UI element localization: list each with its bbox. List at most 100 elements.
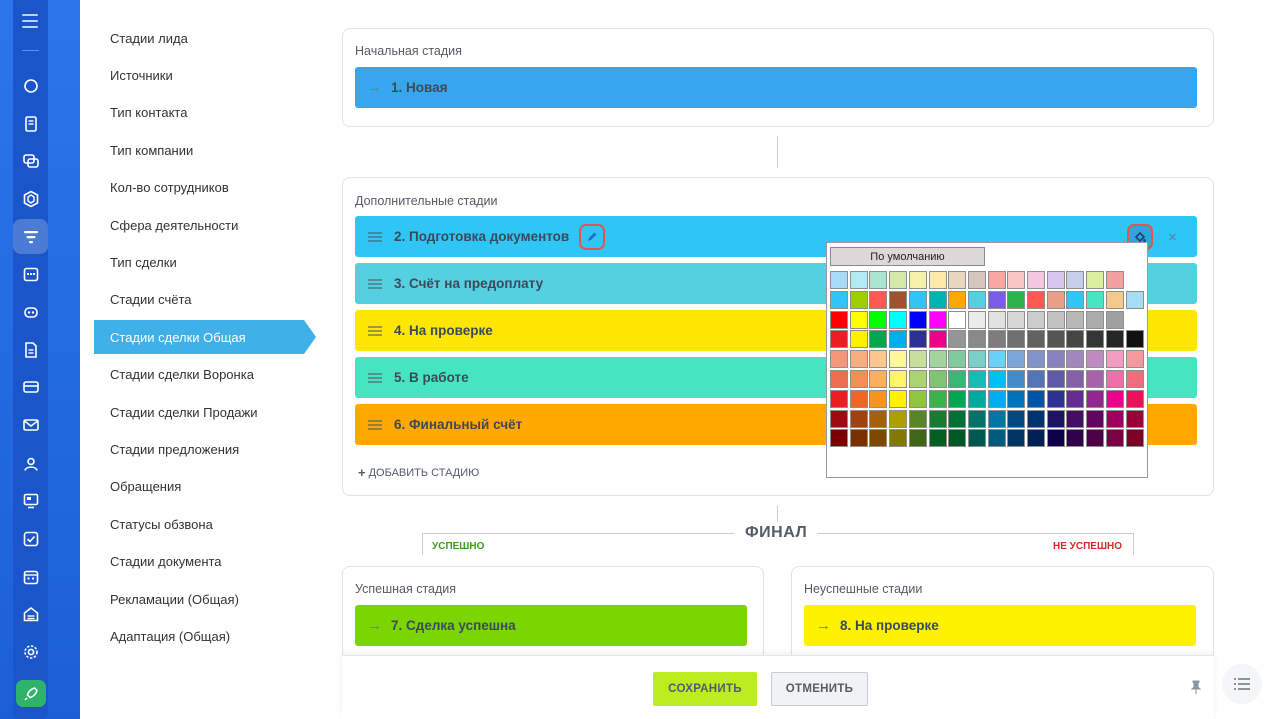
color-swatch[interactable] [928, 389, 947, 408]
color-swatch[interactable] [849, 409, 868, 428]
presentation-nav-button[interactable] [13, 483, 48, 518]
color-swatch[interactable] [987, 290, 1006, 309]
menu-item[interactable]: Рекламации (Общая) [110, 591, 239, 607]
color-swatch[interactable] [1086, 389, 1105, 408]
drag-handle-icon[interactable] [368, 231, 382, 242]
menu-item[interactable]: Тип сделки [110, 254, 177, 270]
menu-item[interactable]: Стадии сделки Продажи [110, 404, 258, 420]
menu-item[interactable]: Тип компании [110, 142, 194, 158]
garage-nav-button[interactable] [13, 596, 48, 631]
color-swatch[interactable] [849, 271, 868, 289]
color-swatch[interactable] [1027, 429, 1045, 448]
color-swatch[interactable] [1027, 389, 1045, 408]
color-swatch[interactable] [928, 350, 947, 369]
color-swatch[interactable] [1125, 429, 1144, 448]
color-swatch[interactable] [830, 290, 848, 309]
color-swatch[interactable] [1007, 310, 1026, 329]
color-swatch[interactable] [1105, 409, 1124, 428]
color-swatch[interactable] [869, 290, 888, 309]
color-swatch[interactable] [1066, 271, 1085, 289]
color-swatch[interactable] [869, 350, 888, 369]
color-swatch[interactable] [830, 429, 848, 448]
color-swatch[interactable] [1046, 350, 1065, 369]
color-swatch[interactable] [830, 330, 848, 349]
color-swatch[interactable] [849, 350, 868, 369]
color-swatch[interactable] [908, 290, 927, 309]
color-swatch[interactable] [1086, 429, 1105, 448]
color-swatch[interactable] [908, 370, 927, 388]
color-swatch[interactable] [889, 310, 908, 329]
add-stage-button[interactable]: + ДОБАВИТЬ СТАДИЮ [358, 465, 479, 480]
color-swatch[interactable] [1086, 271, 1105, 289]
cancel-button[interactable]: ОТМЕНИТЬ [771, 672, 868, 706]
color-swatch[interactable] [889, 389, 908, 408]
color-swatch[interactable] [987, 310, 1006, 329]
gear-nav-button[interactable] [13, 634, 48, 669]
color-swatch[interactable] [1007, 350, 1026, 369]
color-swatch[interactable] [1007, 389, 1026, 408]
color-swatch[interactable] [1027, 370, 1045, 388]
save-button[interactable]: СОХРАНИТЬ [653, 672, 757, 706]
color-swatch[interactable] [1007, 330, 1026, 349]
color-swatch[interactable] [1086, 370, 1105, 388]
color-swatch[interactable] [889, 330, 908, 349]
color-swatch[interactable] [1027, 350, 1045, 369]
color-swatch[interactable] [830, 409, 848, 428]
color-swatch[interactable] [869, 429, 888, 448]
color-swatch[interactable] [1086, 310, 1105, 329]
menu-item[interactable]: Тип контакта [110, 105, 188, 121]
funnel-nav-button[interactable] [13, 219, 48, 254]
schedule-nav-button[interactable] [13, 559, 48, 594]
color-swatch[interactable] [1027, 409, 1045, 428]
color-swatch[interactable] [1066, 350, 1085, 369]
color-swatch[interactable] [849, 370, 868, 388]
color-swatch[interactable] [869, 271, 888, 289]
color-swatch[interactable] [908, 330, 927, 349]
drag-handle-icon[interactable] [368, 419, 382, 430]
color-swatch[interactable] [948, 271, 967, 289]
menu-item[interactable]: Стадии сделки Воронка [110, 367, 254, 383]
color-swatch[interactable] [928, 370, 947, 388]
color-swatch[interactable] [1046, 409, 1065, 428]
color-swatch[interactable] [849, 310, 868, 329]
color-swatch[interactable] [928, 290, 947, 309]
menu-item[interactable]: Сфера деятельности [110, 217, 239, 233]
color-swatch[interactable] [869, 409, 888, 428]
drag-handle-icon[interactable] [368, 372, 382, 383]
color-swatch[interactable] [830, 310, 848, 329]
color-swatch[interactable] [889, 370, 908, 388]
color-swatch[interactable] [948, 310, 967, 329]
color-swatch[interactable] [987, 330, 1006, 349]
color-swatch[interactable] [1125, 389, 1144, 408]
document-nav-button[interactable] [13, 106, 48, 141]
menu-item[interactable]: Статусы обзвона [110, 516, 213, 532]
menu-item[interactable]: Источники [110, 67, 173, 83]
color-swatch[interactable] [948, 350, 967, 369]
color-swatch[interactable] [1125, 290, 1144, 309]
color-swatch[interactable] [1027, 310, 1045, 329]
color-swatch[interactable] [869, 310, 888, 329]
color-swatch[interactable] [889, 409, 908, 428]
color-swatch[interactable] [869, 389, 888, 408]
color-swatch[interactable] [967, 350, 986, 369]
color-swatch[interactable] [1027, 271, 1045, 289]
color-swatch[interactable] [889, 290, 908, 309]
color-swatch[interactable] [849, 290, 868, 309]
color-swatch[interactable] [987, 350, 1006, 369]
rocket-nav-button[interactable] [16, 680, 46, 707]
robot-nav-button[interactable] [13, 294, 48, 329]
color-swatch[interactable] [928, 310, 947, 329]
hexagon-nav-button[interactable] [13, 181, 48, 216]
color-swatch[interactable] [928, 429, 947, 448]
color-swatch[interactable] [1046, 370, 1065, 388]
menu-item[interactable]: Кол-во сотрудников [110, 180, 229, 196]
color-swatch[interactable] [1027, 330, 1045, 349]
file-nav-button[interactable] [13, 332, 48, 367]
color-swatch[interactable] [908, 389, 927, 408]
color-swatch[interactable] [928, 271, 947, 289]
color-swatch[interactable] [967, 271, 986, 289]
menu-item[interactable]: Стадии лида [110, 30, 188, 46]
color-swatch[interactable] [1066, 429, 1085, 448]
pin-icon[interactable] [1190, 680, 1202, 697]
task-check-nav-button[interactable] [13, 521, 48, 556]
